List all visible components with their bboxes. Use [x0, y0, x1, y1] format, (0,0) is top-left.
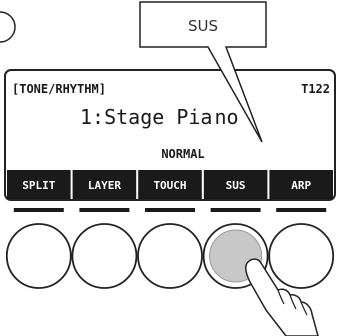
- softkey-separator: [13, 208, 64, 212]
- lcd-mode-text: NORMAL: [161, 147, 204, 161]
- softkey-button-touch[interactable]: [137, 223, 203, 289]
- finger-press-icon: [245, 258, 319, 336]
- softkey-label-bg: [269, 170, 333, 199]
- softkey-label-bg: [203, 170, 268, 199]
- softkey-button-layer[interactable]: [71, 223, 138, 289]
- softkey-button-split[interactable]: [5, 223, 72, 289]
- callout: SUS: [139, 1, 267, 143]
- lcd-header-right: T122: [301, 82, 330, 96]
- softkey-label-sus: SUS: [226, 179, 246, 192]
- softkey-label-split: SPLIT: [22, 179, 55, 192]
- softkey-separator: [210, 208, 261, 212]
- softkey-button-arp[interactable]: [268, 223, 335, 289]
- softkey-separator: [276, 208, 327, 212]
- callout-box: [139, 1, 267, 143]
- softkey-label-layer: LAYER: [88, 179, 121, 192]
- softkey-label-touch: TOUCH: [153, 179, 186, 192]
- softkey-separator: [79, 208, 130, 212]
- lcd-header-left: [TONE/RHYTHM]: [12, 82, 106, 96]
- softkey-label-bg: [7, 170, 71, 199]
- step-number-marker: [0, 11, 16, 43]
- softkey-label-bg: [72, 170, 137, 199]
- softkey-label-bg: [138, 170, 202, 199]
- callout-label: SUS: [188, 17, 218, 35]
- softkey-label-arp: ARP: [291, 179, 311, 192]
- softkey-separator: [145, 208, 195, 212]
- hardware-buttons: [5, 208, 335, 289]
- softkey-bar: SPLIT LAYER TOUCH SUS ARP: [7, 170, 333, 199]
